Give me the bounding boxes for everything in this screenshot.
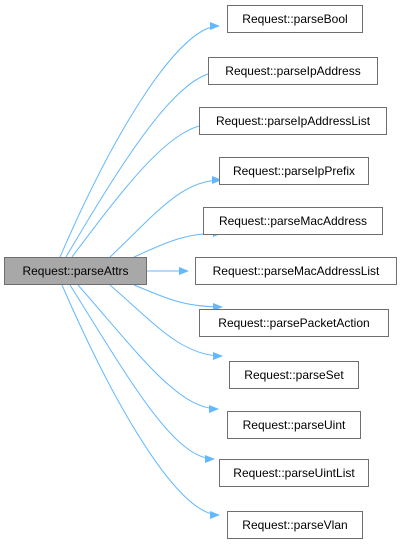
node-parsevlan[interactable]: Request::parseVlan	[227, 511, 363, 539]
edge-parseuint	[77, 284, 219, 413]
node-parsepacketaction[interactable]: Request::parsePacketAction	[199, 309, 389, 337]
node-parseuintlist[interactable]: Request::parseUintList	[219, 459, 369, 487]
edge-parseipaddresslist	[71, 120, 213, 258]
edge-parseipprefix	[109, 176, 222, 258]
node-parseipaddresslist[interactable]: Request::parseIpAddressList	[199, 107, 387, 135]
edge-parsepacketaction	[133, 284, 223, 311]
node-parsemacaddresslist[interactable]: Request::parseMacAddressList	[195, 257, 397, 285]
node-parseuint[interactable]: Request::parseUint	[227, 411, 361, 439]
node-parseipprefix[interactable]: Request::parseIpPrefix	[219, 157, 369, 185]
node-parseset[interactable]: Request::parseSet	[229, 361, 359, 389]
edge-parsevlan	[61, 284, 220, 519]
edge-parseipaddress	[65, 68, 220, 258]
node-parsemacaddress[interactable]: Request::parseMacAddress	[203, 207, 383, 235]
edge-parseuintlist	[69, 284, 215, 463]
node-parsebool[interactable]: Request::parseBool	[227, 5, 363, 33]
edge-parsebool	[59, 22, 220, 258]
edge-parseset	[109, 284, 223, 360]
node-parseipaddress[interactable]: Request::parseIpAddress	[208, 57, 378, 85]
edge-parsemacaddress	[133, 229, 223, 258]
node-root-parseattrs[interactable]: Request::parseAttrs	[4, 257, 147, 285]
